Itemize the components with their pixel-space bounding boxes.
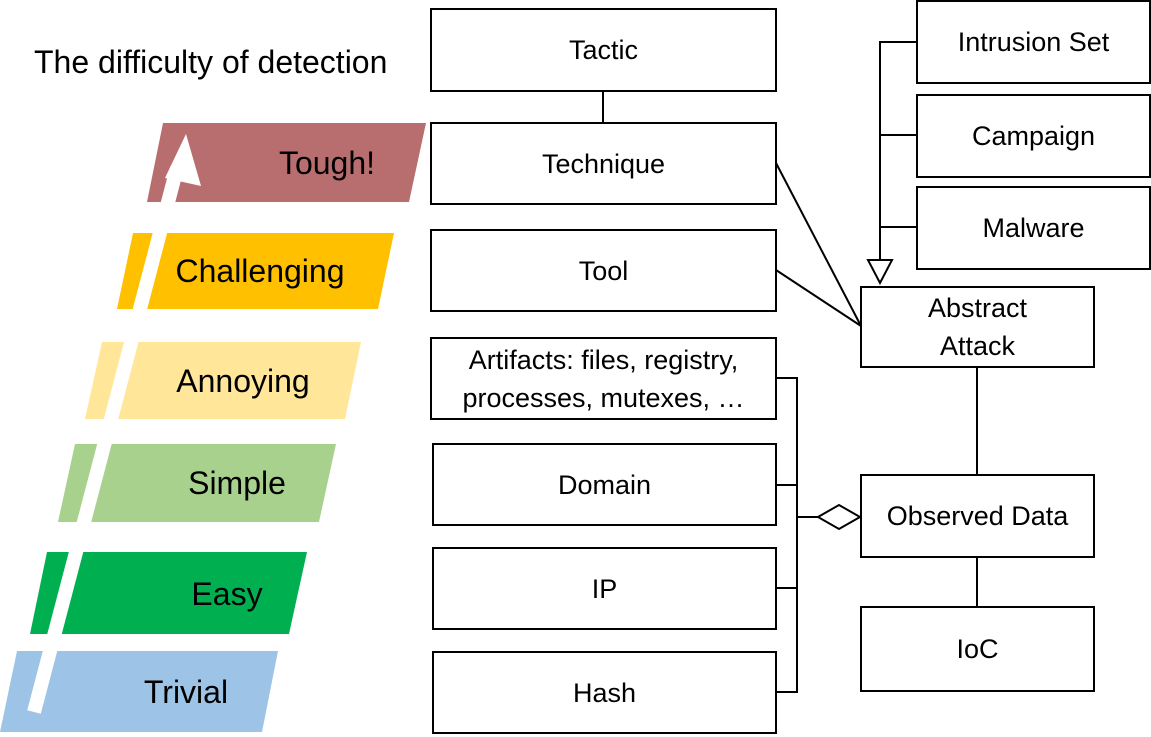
ioc-box: IoC	[860, 606, 1095, 692]
connector-tool-abstract	[775, 269, 862, 327]
difficulty-arrow-shaft	[27, 166, 184, 714]
technique-box: Technique	[430, 122, 777, 205]
hash-label: Hash	[572, 677, 637, 708]
level-label-challenging: Challenging	[175, 253, 345, 289]
campaign-label: Campaign	[971, 121, 1096, 151]
hash-box: Hash	[432, 651, 777, 734]
band-simple	[58, 444, 336, 522]
artifacts-box: Artifacts: files, registry, processes, m…	[430, 337, 777, 420]
intrusion-set-label: Intrusion Set	[957, 27, 1110, 57]
level-label-trivial: Trivial	[143, 674, 229, 710]
band-challenging	[117, 233, 394, 309]
abstract-attack-box: Abstract Attack	[860, 286, 1095, 368]
connector-technique-abstract	[775, 162, 862, 327]
connector-indicator-bracket	[776, 377, 798, 693]
connector-model-trunk	[879, 41, 917, 260]
band-annoying	[85, 342, 361, 419]
observed-data-box: Observed Data	[860, 474, 1095, 558]
technique-label: Technique	[541, 148, 666, 179]
band-easy	[30, 552, 307, 634]
tool-box: Tool	[430, 229, 777, 312]
tool-label: Tool	[578, 255, 629, 286]
aggregation-diamond	[815, 503, 863, 531]
domain-box: Domain	[432, 443, 777, 526]
ip-label: IP	[591, 573, 618, 604]
ioc-label: IoC	[956, 634, 999, 664]
level-label-annoying: Annoying	[176, 363, 310, 399]
level-label-easy: Easy	[191, 576, 263, 612]
malware-box: Malware	[916, 186, 1151, 270]
tactic-box: Tactic	[430, 8, 777, 92]
generalization-arrowhead	[866, 259, 894, 286]
band-trivial	[0, 651, 278, 732]
abstract-attack-label: Abstract Attack	[927, 293, 1028, 361]
diagram-title: The difficulty of detection	[34, 44, 388, 80]
ip-box: IP	[432, 547, 777, 630]
campaign-box: Campaign	[916, 94, 1151, 178]
tactic-label: Tactic	[568, 35, 639, 65]
level-label-tough: Tough!	[278, 145, 376, 181]
artifacts-label: Artifacts: files, registry, processes, m…	[462, 344, 745, 413]
domain-label: Domain	[557, 469, 652, 500]
intrusion-set-box: Intrusion Set	[916, 0, 1151, 84]
malware-label: Malware	[982, 213, 1085, 243]
observed-data-label: Observed Data	[886, 501, 1069, 531]
difficulty-arrow-head	[165, 134, 201, 186]
level-label-simple: Simple	[188, 465, 286, 501]
band-tough	[147, 123, 426, 202]
